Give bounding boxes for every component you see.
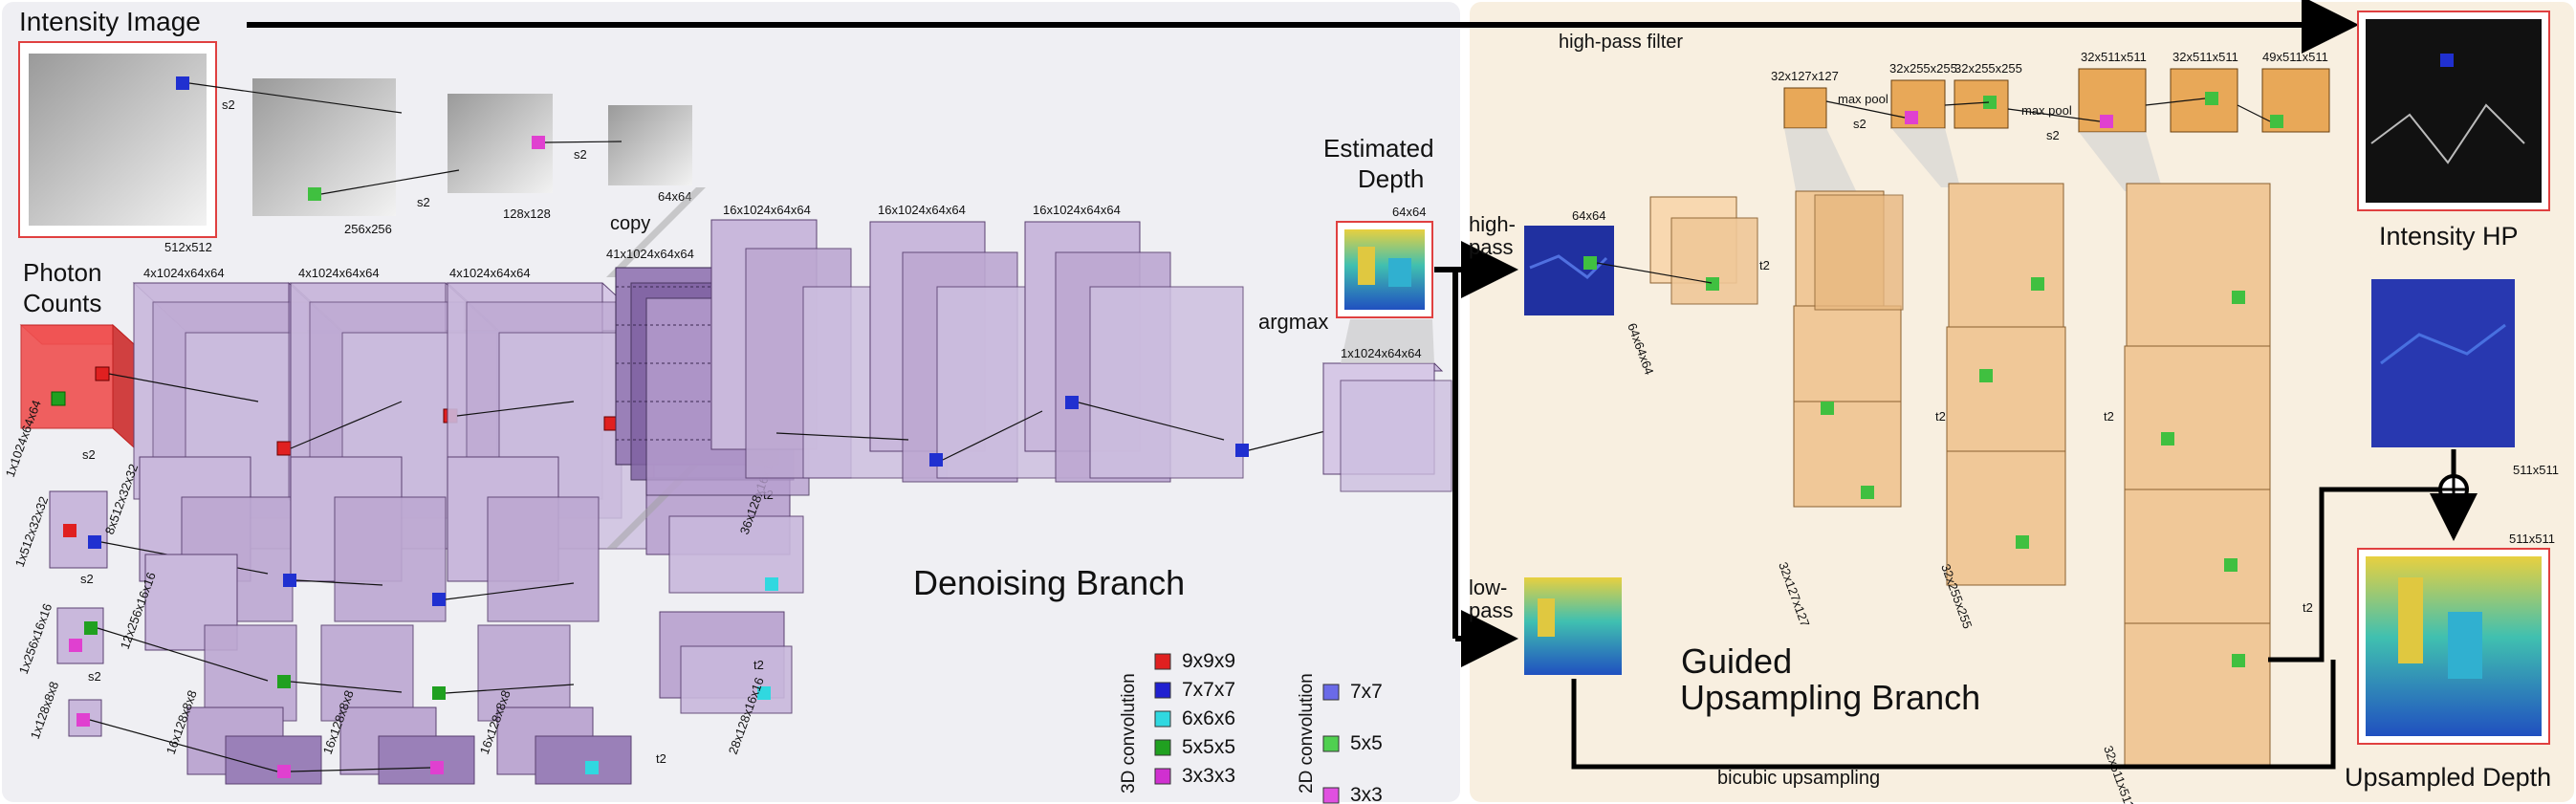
top-dim-1: 4x1024x64x64	[143, 266, 225, 280]
upsample-col-1: 32x127x127	[1776, 128, 1904, 629]
kernel-3x3-marker	[532, 136, 545, 149]
top-dim-c: 32x255x255	[1954, 61, 2022, 76]
legend-3d-label-1: 7x7x7	[1182, 679, 1235, 701]
top-dim-d: 32x511x511	[2081, 50, 2147, 64]
argmax-dim-label: 1x1024x64x64	[1341, 346, 1422, 360]
branch-arrows: high- pass low- pass	[1434, 212, 1518, 667]
encoder-row4: 16x128x8x8 16x128x8x8 16x128x8x8	[89, 688, 632, 785]
sum-node	[2268, 449, 2478, 663]
legend-3d-label-3: 5x5x5	[1182, 736, 1235, 758]
top-dim-f: 49x511x511	[2262, 50, 2328, 64]
estimated-depth-line1: Estimated	[1323, 134, 1434, 163]
copy-label: copy	[610, 213, 650, 234]
pyramid-size-128: 128x128	[503, 206, 551, 221]
upsample-col-3: 32x511x511 t2 t2	[2079, 132, 2313, 804]
intensity-hp-title: Intensity HP	[2379, 222, 2519, 250]
guided-title-line1: Guided	[1681, 641, 1792, 681]
legend-2d-title: 2D convolution	[1297, 673, 1317, 793]
argmax-block: argmax 1x1024x64x64	[1258, 310, 1452, 492]
high-pass-filter-label: high-pass filter	[1559, 32, 1683, 53]
pyramid-stride-1: s2	[222, 98, 235, 112]
intensity-hp-image	[2357, 11, 2550, 211]
dec-dim-2: 16x1024x64x64	[878, 203, 966, 217]
bicubic-label: bicubic upsampling	[1717, 768, 1880, 789]
pyramid-stride-3: s2	[574, 147, 587, 162]
hp-input: 64x64	[1524, 208, 1614, 315]
lp-input	[1524, 577, 1622, 675]
legend-3d-label-4: 3x3x3	[1182, 765, 1235, 787]
estimated-depth: 64x64	[1336, 205, 1433, 318]
kernel-7x7-marker	[176, 76, 189, 90]
encoder-row2: 8x512x32x32	[100, 456, 600, 622]
top-dim-3: 4x1024x64x64	[449, 266, 531, 280]
top-dim-a: 32x127x127	[1771, 69, 1839, 83]
intensity-image-title: Intensity Image	[19, 7, 201, 36]
high-pass-line1: high-	[1469, 212, 1516, 236]
pyramid-size-512: 512x512	[164, 240, 212, 254]
pyramid-stride-2: s2	[417, 195, 430, 209]
pyramid-size-64: 64x64	[658, 189, 691, 204]
legend-3d-swatch-0	[1154, 653, 1171, 670]
hp-map-dim: 511x511	[2513, 463, 2559, 477]
legend-2d-label-2: 3x3	[1350, 784, 1383, 804]
col2-tconv: t2	[1935, 409, 1946, 424]
stride-2: s2	[2046, 128, 2060, 142]
upsampled-depth-image: 511x511	[2357, 532, 2555, 745]
intensity-pyramid: 512x512 256x256 128x128 64x64 s2 s2 s2	[18, 41, 692, 254]
legend: 3D convolution 2D convolution 9x9x9 7x7x7…	[1119, 650, 1383, 804]
dec-small-tconv-3: t2	[656, 751, 666, 766]
legend-3d-title: 3D convolution	[1119, 673, 1139, 793]
low-pass-line2: pass	[1469, 598, 1513, 622]
upsample-top-row: 32x127x127 32x255x255 32x255x255 32x511x…	[1771, 50, 2330, 142]
enc-stride-2: s2	[88, 669, 101, 684]
col3-tconv-out: t2	[2303, 600, 2313, 615]
legend-2d-swatch-2	[1322, 787, 1340, 804]
high-pass-line2: pass	[1469, 235, 1513, 259]
max-pool-1: max pool	[1838, 92, 1888, 106]
bicubic-line	[1571, 660, 2336, 770]
argmax-label: argmax	[1258, 310, 1328, 334]
top-dim-e: 32x511x511	[2172, 50, 2238, 64]
legend-3d-swatch-2	[1154, 710, 1171, 728]
top-dim-2: 4x1024x64x64	[298, 266, 380, 280]
legend-3d-label-0: 9x9x9	[1182, 650, 1235, 672]
copy-dim-label: 41x1024x64x64	[606, 247, 694, 261]
out-dim-label: 511x511	[2509, 532, 2555, 546]
legend-2d-label-1: 5x5	[1350, 732, 1383, 754]
legend-2d-label-0: 7x7	[1350, 681, 1383, 703]
dec-small-tconv-2: t2	[753, 658, 764, 672]
legend-3d-swatch-4	[1154, 768, 1171, 785]
col3-tconv: t2	[2104, 409, 2114, 424]
kernel-5x5-marker	[308, 187, 321, 201]
hp-input-dim: 64x64	[1572, 208, 1605, 223]
dec-dim-1: 16x1024x64x64	[723, 203, 811, 217]
legend-2d-swatch-0	[1322, 684, 1340, 701]
decoder-big: 16x1024x64x64 16x1024x64x64 16x1024x64x6…	[710, 203, 1330, 483]
input-stride-label: s2	[82, 447, 96, 462]
est-dim-label: 64x64	[1392, 205, 1426, 219]
legend-3d-label-2: 6x6x6	[1182, 707, 1235, 729]
hp-map: 511x511	[2371, 279, 2559, 477]
denoising-branch-title: Denoising Branch	[913, 563, 1185, 602]
enc-stride-1: s2	[80, 572, 94, 586]
legend-3d-swatch-1	[1154, 682, 1171, 699]
pyramid-size-256: 256x256	[344, 222, 392, 236]
top-dim-b: 32x255x255	[1889, 61, 1957, 76]
stride-1: s2	[1853, 117, 1867, 131]
estimated-depth-line2: Depth	[1358, 164, 1424, 193]
first-block-tconv: t2	[1759, 258, 1770, 272]
legend-3d-swatch-3	[1154, 739, 1171, 756]
dec-dim-3: 16x1024x64x64	[1033, 203, 1121, 217]
legend-2d-swatch-1	[1322, 735, 1340, 752]
intensity-64	[608, 105, 692, 185]
photon-title-line1: Photon	[23, 258, 101, 287]
max-pool-2: max pool	[2021, 103, 2072, 118]
guided-title-line2: Upsampling Branch	[1680, 678, 1980, 717]
photon-title-line2: Counts	[23, 289, 101, 317]
upsampled-depth-title: Upsampled Depth	[2345, 763, 2551, 792]
low-pass-line1: low-	[1469, 576, 1507, 599]
intensity-256	[252, 78, 396, 216]
